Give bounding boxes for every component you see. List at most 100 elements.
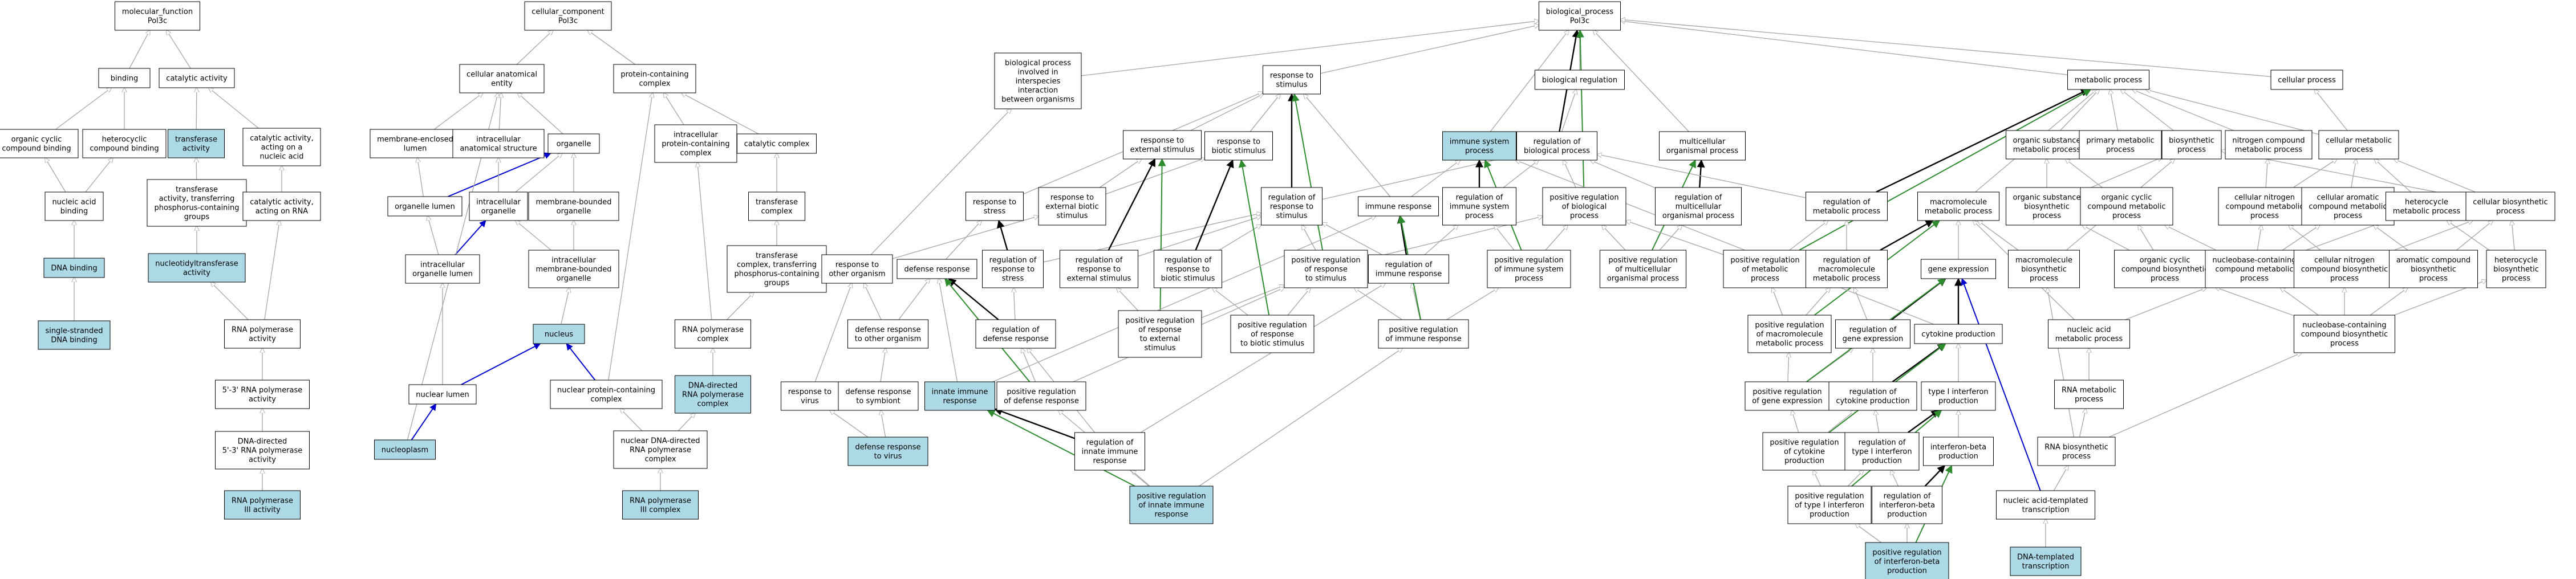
edge-regulates — [1924, 464, 1946, 487]
edge-is-a — [2138, 225, 2154, 251]
edge-is-a — [1875, 410, 1880, 433]
node-bio-reg: biological regulation — [1535, 70, 1625, 90]
edge-is-a — [1212, 288, 1248, 316]
edge-is-a — [1490, 30, 1568, 132]
node-box — [727, 245, 827, 293]
edge-is-a — [2121, 89, 2174, 131]
edge-is-a — [1323, 223, 1382, 255]
edge-is-a — [1021, 348, 1036, 382]
node-box — [748, 191, 805, 221]
edge-is-a — [1131, 470, 1150, 487]
edge-regulates — [948, 278, 999, 320]
edge-is-a — [2145, 89, 2319, 135]
edge-is-a — [1659, 225, 1682, 251]
edge-is-a — [2370, 288, 2408, 316]
edge-is-a — [2281, 288, 2319, 316]
node-label: cytokine production — [1921, 330, 1995, 339]
edge-is-a — [516, 221, 551, 251]
node-box — [374, 439, 436, 460]
node-box — [1914, 324, 2003, 344]
edge-is-a — [2394, 221, 2473, 251]
edge-is-a — [1891, 470, 1899, 487]
edge-is-a — [2065, 159, 2103, 188]
node-box — [215, 431, 310, 470]
node-box — [1996, 490, 2095, 520]
node-box — [1204, 131, 1273, 161]
node-box — [1487, 250, 1571, 288]
node-box — [613, 64, 696, 93]
edge-is-a — [2125, 288, 2206, 320]
node-immune-resp: immune response — [1358, 196, 1439, 217]
edge-is-a — [2047, 288, 2075, 438]
edge-is-a — [1424, 225, 1458, 255]
edge-is-a — [1597, 154, 1806, 198]
edge-is-a — [608, 93, 652, 381]
edge-is-a — [55, 88, 111, 130]
edge-is-a — [1199, 348, 1403, 487]
edge-is-a — [1304, 94, 1391, 197]
edge-is-a — [1411, 160, 1461, 197]
node-label: biological regulation — [1542, 76, 1617, 84]
edge-is-a — [499, 93, 501, 130]
node-box — [1263, 65, 1321, 95]
edge-is-a — [1545, 225, 1568, 251]
edge-is-a — [196, 88, 197, 130]
edge-is-a — [1789, 221, 1828, 251]
node-box — [1442, 131, 1516, 161]
node-box — [1038, 187, 1106, 226]
edge-is-a — [620, 409, 643, 431]
edge-regulates — [1907, 410, 1940, 433]
node-box — [1542, 187, 1626, 226]
node-box — [1123, 130, 1202, 160]
edge-is-a — [2447, 221, 2490, 251]
edge-regulates — [1880, 219, 1934, 251]
edge-is-a — [515, 153, 562, 193]
node-box — [654, 124, 737, 163]
node-box — [2465, 191, 2555, 221]
node-box — [781, 381, 839, 411]
edge-is-a — [1626, 221, 1724, 255]
node-organelle-lumen: organelle lumen — [387, 196, 463, 217]
node-binding: binding — [98, 68, 151, 88]
node-box — [847, 437, 928, 466]
node-box — [996, 381, 1086, 411]
edge-is-a — [417, 158, 424, 197]
node-nucleus: nucleus — [533, 324, 585, 344]
node-box — [147, 179, 247, 227]
node-box — [1516, 131, 1597, 161]
node-defense-resp: defense response — [896, 259, 977, 279]
